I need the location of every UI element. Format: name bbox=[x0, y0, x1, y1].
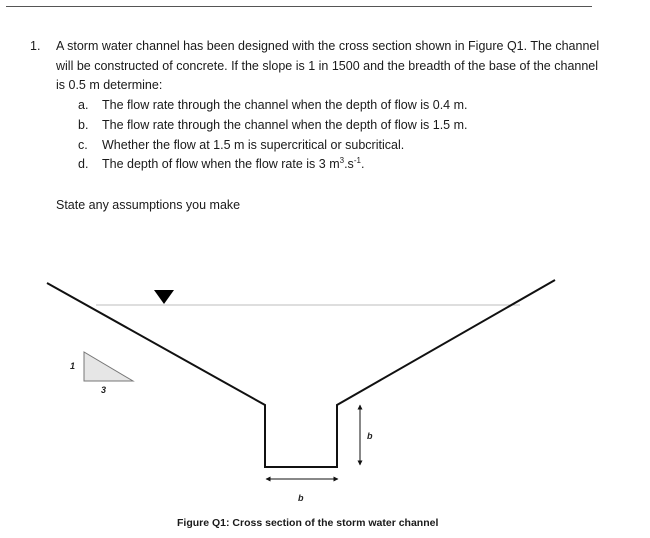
sub-question-text: The depth of flow when the flow rate is … bbox=[102, 155, 364, 175]
unit-text: .s bbox=[344, 157, 354, 172]
water-level-marker-icon bbox=[154, 290, 174, 304]
sub-question-list: a. The flow rate through the channel whe… bbox=[78, 96, 598, 175]
sub-question-b: b. The flow rate through the channel whe… bbox=[78, 116, 598, 136]
base-width-label: b bbox=[298, 493, 304, 503]
channel-outline bbox=[46, 279, 556, 468]
top-rule bbox=[6, 6, 592, 7]
assumptions-text: State any assumptions you make bbox=[56, 198, 241, 212]
sub-question-letter: b. bbox=[78, 117, 89, 132]
unit-superscript-cubed: 3 bbox=[339, 156, 345, 166]
sub-question-letter: c. bbox=[78, 137, 88, 152]
sub-question-text: The flow rate through the channel when t… bbox=[102, 117, 468, 132]
sub-question-letter: d. bbox=[78, 157, 89, 172]
sub-question-a: a. The flow rate through the channel whe… bbox=[78, 96, 598, 116]
flow-rate-text: The depth of flow when the flow rate is … bbox=[102, 157, 340, 172]
sub-question-text: The flow rate through the channel when t… bbox=[102, 98, 468, 112]
sub-question-d: d. The depth of flow when the flow rate … bbox=[78, 155, 598, 175]
depth-label: b bbox=[367, 431, 373, 441]
slope-rise-label: 1 bbox=[70, 361, 75, 371]
sub-question-text: Whether the flow at 1.5 m is supercritic… bbox=[102, 137, 405, 152]
sub-question-letter: a. bbox=[78, 98, 89, 112]
slope-run-label: 3 bbox=[101, 385, 106, 395]
question-text: A storm water channel has been designed … bbox=[56, 39, 600, 93]
sentence-end: . bbox=[360, 157, 365, 172]
sub-question-c: c. Whether the flow at 1.5 m is supercri… bbox=[78, 136, 598, 156]
figure-caption: Figure Q1: Cross section of the storm wa… bbox=[177, 517, 439, 529]
question-number: 1. bbox=[30, 39, 41, 53]
unit-superscript-inverse: -1 bbox=[353, 156, 361, 166]
slope-triangle-icon bbox=[83, 351, 135, 382]
